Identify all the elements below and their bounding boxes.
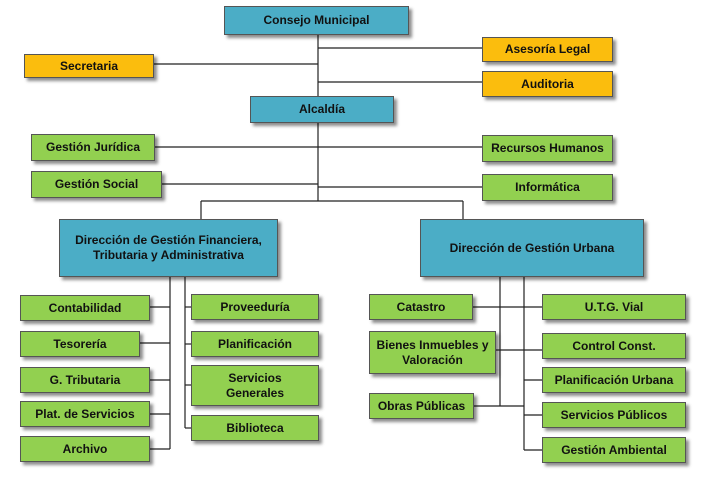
- unit-label: U.T.G. Vial: [584, 299, 644, 314]
- council-label: Consejo Municipal: [263, 13, 370, 27]
- unit-contabilidad: Contabilidad: [20, 295, 150, 321]
- unit-catastro: Catastro: [369, 294, 473, 320]
- secretariat-box: Secretaria: [24, 54, 154, 78]
- unit-control-const: Control Const.: [542, 333, 686, 359]
- unit-proveeduria: Proveeduría: [191, 294, 319, 320]
- unit-label: Catastro: [396, 299, 446, 314]
- unit-label: Proveeduría: [220, 299, 290, 314]
- unit-label: Servicios Generales: [225, 370, 285, 400]
- unit-label: Obras Públicas: [377, 398, 466, 413]
- unit-tesoreria: Tesorería: [20, 331, 140, 357]
- finance-directorate-title-line1: Dirección de Gestión Financiera,: [75, 233, 262, 247]
- unit-label: Planificación Urbana: [554, 372, 674, 387]
- human-resources-label: Recursos Humanos: [491, 141, 604, 155]
- urban-directorate-title: Dirección de Gestión Urbana: [449, 240, 615, 255]
- unit-label: Bienes Inmuebles y Valoración: [376, 337, 489, 367]
- unit-servicios-publicos: Servicios Públicos: [542, 402, 686, 428]
- unit-label: Biblioteca: [226, 420, 284, 435]
- unit-utg-vial: U.T.G. Vial: [542, 294, 686, 320]
- mayor-office-box: Alcaldía: [250, 96, 394, 123]
- legal-management-box: Gestión Jurídica: [31, 134, 155, 161]
- legal-advisory-box: Asesoría Legal: [482, 37, 613, 62]
- unit-servicios-generales: Servicios Generales: [191, 365, 319, 406]
- social-management-label: Gestión Social: [54, 177, 139, 191]
- unit-label: Plat. de Servicios: [35, 406, 135, 421]
- unit-biblioteca: Biblioteca: [191, 415, 319, 441]
- unit-label: G. Tributaria: [49, 372, 121, 387]
- unit-label: Planificación: [217, 336, 293, 351]
- finance-directorate-box: Dirección de Gestión Financiera, Tributa…: [59, 219, 278, 277]
- unit-label: Gestión Ambiental: [561, 442, 667, 457]
- audit-label: Auditoria: [521, 76, 574, 91]
- human-resources-box: Recursos Humanos: [482, 135, 613, 162]
- council-box: Consejo Municipal: [224, 6, 409, 35]
- it-box: Informática: [482, 174, 613, 201]
- mayor-office-label: Alcaldía: [298, 102, 346, 116]
- audit-box: Auditoria: [482, 71, 613, 97]
- unit-g-tributaria: G. Tributaria: [20, 367, 150, 393]
- social-management-box: Gestión Social: [31, 171, 162, 198]
- unit-archivo: Archivo: [20, 436, 150, 462]
- unit-label: Tesorería: [53, 336, 107, 351]
- unit-bienes-inmuebles: Bienes Inmuebles y Valoración: [369, 331, 496, 374]
- legal-advisory-label: Asesoría Legal: [504, 42, 591, 56]
- unit-obras-publicas: Obras Públicas: [369, 393, 474, 419]
- finance-directorate-title-line2: Tributaria y Administrativa: [93, 248, 244, 262]
- unit-label: Archivo: [62, 441, 108, 456]
- it-label: Informática: [515, 180, 580, 194]
- unit-label: Servicios Públicos: [560, 407, 668, 422]
- unit-plat-servicios: Plat. de Servicios: [20, 401, 150, 427]
- unit-planificacion-urbana: Planificación Urbana: [542, 367, 686, 393]
- legal-management-label: Gestión Jurídica: [45, 140, 141, 154]
- unit-label: Contabilidad: [48, 300, 122, 315]
- urban-directorate-box: Dirección de Gestión Urbana: [420, 219, 644, 277]
- unit-gestion-ambiental: Gestión Ambiental: [542, 437, 686, 463]
- unit-label: Control Const.: [572, 338, 656, 353]
- secretariat-label: Secretaria: [59, 58, 119, 73]
- unit-planificacion: Planificación: [191, 331, 319, 357]
